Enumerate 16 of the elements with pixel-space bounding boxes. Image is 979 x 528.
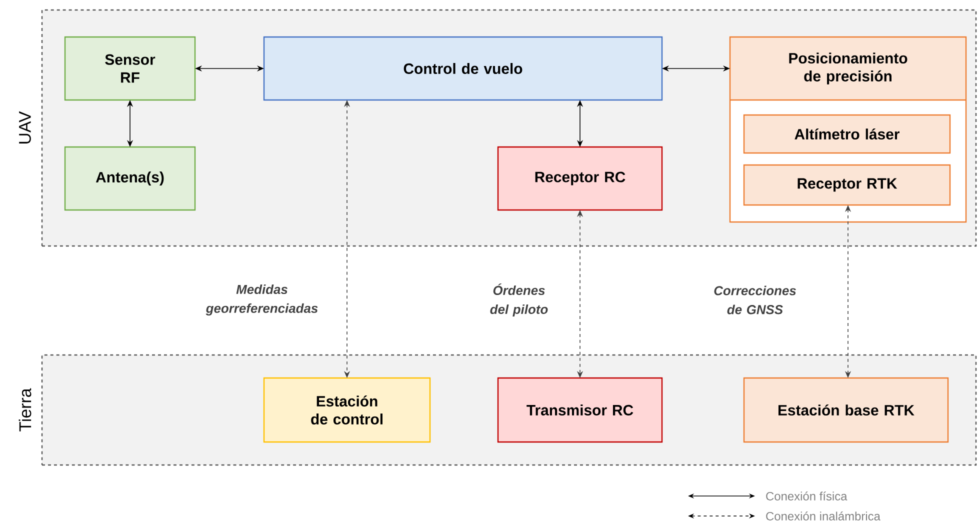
block-box: Receptor RTK xyxy=(743,164,951,206)
legend-text: Conexión física xyxy=(766,492,848,500)
node-label: Tierra xyxy=(18,388,32,432)
legend-text: Conexión inalámbrica xyxy=(766,512,880,520)
block-box: Estación base RTK xyxy=(743,377,949,443)
edge-label: Órdenes del piloto xyxy=(490,283,548,317)
block-box: Sensor RF xyxy=(64,36,196,101)
edge-label: Correcciones de GNSS xyxy=(714,286,796,314)
block-box: Altímetro láser xyxy=(743,114,951,154)
block-box: Antena(s) xyxy=(64,146,196,211)
edge-label: Medidas georreferenciadas xyxy=(206,284,318,316)
block-box: Control de vuelo xyxy=(263,36,663,101)
block-box: Estación de control xyxy=(263,377,431,443)
block-box: Transmisor RC xyxy=(497,377,663,443)
node-label: UAV xyxy=(19,111,31,144)
block-box: Receptor RC xyxy=(497,146,663,211)
